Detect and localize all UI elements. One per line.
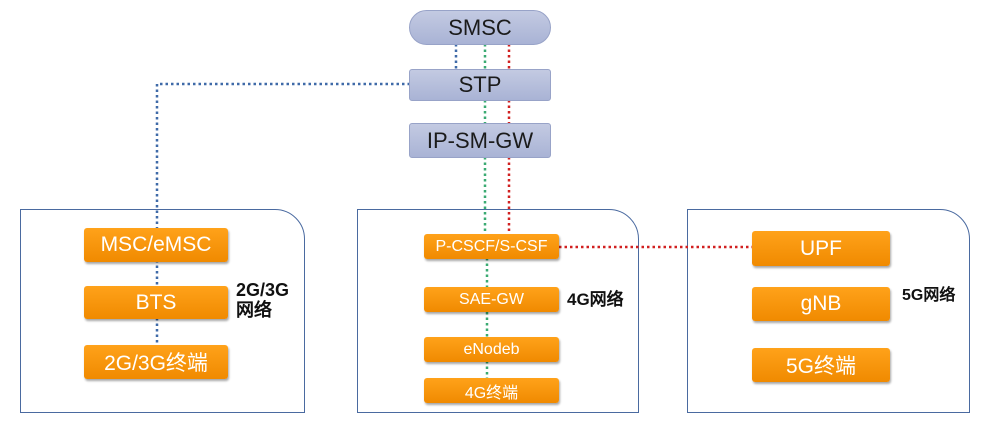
gnb-label: gNB: [800, 292, 842, 315]
terminal-5g-node: 5G终端: [752, 348, 890, 382]
stp-label: STP: [458, 72, 502, 97]
ip-sm-gw-label: IP-SM-GW: [426, 127, 534, 153]
enodeb-label: eNodeb: [463, 340, 520, 358]
terminal-4g-label: 4G终端: [464, 384, 519, 402]
sae-gw-node: SAE-GW: [424, 287, 559, 312]
gnb-node: gNB: [752, 287, 890, 321]
p-cscf-node: P-CSCF/S-CSF: [424, 234, 559, 259]
network-label-2g3g-line2: 网络: [236, 300, 272, 320]
terminal-2g3g-node: 2G/3G终端: [84, 345, 228, 379]
msc-emsc-node: MSC/eMSC: [84, 228, 228, 262]
smsc-label: SMSC: [448, 14, 512, 40]
smsc-node: SMSC: [409, 10, 551, 45]
link-stp-msc: [155, 82, 410, 230]
bts-node: BTS: [84, 286, 228, 319]
network-label-4g: 4G网络: [567, 290, 624, 309]
enodeb-node: eNodeb: [424, 337, 559, 362]
stp-node: STP: [409, 69, 551, 101]
network-label-2g3g-line1: 2G/3G: [236, 280, 290, 300]
upf-label: UPF: [800, 236, 842, 260]
terminal-2g3g-label: 2G/3G终端: [104, 352, 208, 375]
upf-node: UPF: [752, 231, 890, 266]
sae-gw-label: SAE-GW: [459, 290, 524, 308]
ip-sm-gw-node: IP-SM-GW: [409, 123, 551, 158]
network-label-5g: 5G网络: [902, 287, 956, 304]
msc-emsc-label: MSC/eMSC: [100, 233, 212, 256]
bts-label: BTS: [135, 290, 177, 314]
p-cscf-label: P-CSCF/S-CSF: [435, 237, 548, 255]
network-label-2g3g: 2G/3G 网络: [236, 280, 289, 320]
terminal-4g-node: 4G终端: [424, 378, 559, 403]
terminal-5g-label: 5G终端: [785, 355, 856, 378]
